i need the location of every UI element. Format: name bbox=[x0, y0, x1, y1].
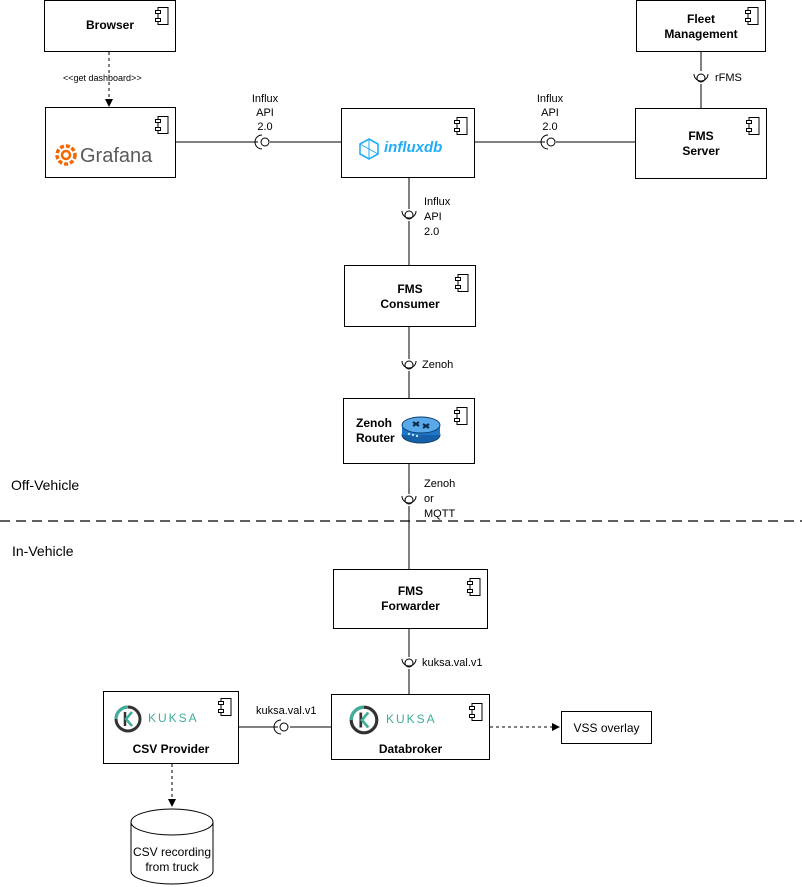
kuksa-logo-icon bbox=[114, 705, 142, 733]
zenoh-router-component[interactable]: Zenoh Router bbox=[343, 398, 475, 464]
fleet-management-component[interactable]: Fleet Management bbox=[636, 0, 766, 52]
fms-server-label: FMS Server bbox=[682, 129, 720, 158]
influx-api-left-label: Influx API 2.0 bbox=[251, 93, 279, 133]
vss-overlay-label: VSS overlay bbox=[573, 721, 640, 735]
kuksa-forwarder-label: kuksa.val.v1 bbox=[422, 657, 483, 669]
influxdb-component[interactable]: influxdb bbox=[341, 108, 475, 178]
grafana-component[interactable]: Grafana bbox=[45, 107, 176, 178]
kuksa-logo-text: KUKSA bbox=[386, 712, 437, 726]
fms-consumer-component[interactable]: FMS Consumer bbox=[344, 265, 476, 327]
zenoh-mqtt-lollipop bbox=[404, 495, 414, 505]
kuksa-provider-socket bbox=[273, 719, 282, 735]
component-icon bbox=[218, 698, 232, 716]
component-icon bbox=[155, 7, 169, 25]
grafana-influx-lollipop bbox=[260, 137, 270, 147]
influx-api-right-label: Influx API 2.0 bbox=[536, 93, 564, 133]
browser-component[interactable]: Browser bbox=[44, 0, 176, 52]
csv-provider-label: CSV Provider bbox=[132, 742, 210, 756]
influx-api-down-label: Influx API 2.0 bbox=[424, 196, 451, 238]
csv-recording-label: CSV recording from truck bbox=[132, 845, 212, 874]
rfms-label: rFMS bbox=[715, 72, 742, 84]
component-icon bbox=[469, 703, 483, 721]
zenoh-or-mqtt-label: Zenoh or MQTT bbox=[424, 478, 456, 520]
fms-server-component[interactable]: FMS Server bbox=[635, 108, 767, 179]
influx-consumer-lollipop bbox=[404, 210, 414, 220]
kuksa-provider-lollipop bbox=[279, 722, 289, 732]
kuksa-logo-text: KUKSA bbox=[148, 711, 199, 725]
component-icon bbox=[155, 116, 169, 134]
fleet-management-label: Fleet Management bbox=[664, 12, 738, 41]
kuksa-forwarder-socket bbox=[401, 658, 417, 667]
csv-provider-component[interactable]: KUKSA CSV Provider bbox=[103, 691, 239, 764]
grafana-logo-icon bbox=[55, 144, 77, 166]
fms-consumer-label: FMS Consumer bbox=[380, 282, 440, 311]
kuksa-logo-icon bbox=[349, 705, 379, 735]
component-icon bbox=[467, 578, 481, 596]
kuksa-forwarder-lollipop bbox=[404, 658, 414, 668]
component-icon bbox=[454, 407, 468, 425]
zenoh-label: Zenoh bbox=[422, 359, 454, 371]
off-vehicle-label: Off-Vehicle bbox=[11, 477, 80, 493]
fms-forwarder-component[interactable]: FMS Forwarder bbox=[333, 569, 488, 629]
zenoh-socket bbox=[401, 360, 417, 369]
influxdb-logo-text: influxdb bbox=[384, 139, 443, 156]
component-icon bbox=[746, 117, 760, 135]
rfms-lollipop bbox=[696, 73, 706, 83]
influx-consumer-socket bbox=[401, 210, 417, 219]
zenoh-mqtt-socket bbox=[401, 495, 417, 504]
kuksa-provider-label: kuksa.val.v1 bbox=[256, 705, 317, 717]
influx-server-lollipop bbox=[546, 137, 556, 147]
in-vehicle-label: In-Vehicle bbox=[12, 543, 74, 559]
vss-overlay-box[interactable]: VSS overlay bbox=[561, 711, 652, 744]
grafana-influx-socket bbox=[254, 134, 263, 150]
component-icon bbox=[745, 7, 759, 25]
grafana-logo-text: Grafana bbox=[80, 145, 153, 167]
influx-server-socket bbox=[540, 134, 549, 150]
databroker-component[interactable]: KUKSA Databroker bbox=[331, 694, 490, 760]
zenoh-lollipop bbox=[404, 360, 414, 370]
get-dashboard-label: <<get dashboard>> bbox=[63, 73, 142, 83]
router-icon bbox=[401, 416, 441, 444]
zenoh-router-label: Zenoh Router bbox=[356, 416, 395, 445]
rfms-socket bbox=[693, 73, 709, 82]
browser-label: Browser bbox=[85, 18, 135, 32]
component-icon bbox=[454, 117, 468, 135]
influxdb-logo-icon bbox=[359, 138, 379, 160]
fms-forwarder-label: FMS Forwarder bbox=[381, 584, 440, 613]
component-icon bbox=[455, 274, 469, 292]
databroker-label: Databroker bbox=[378, 742, 443, 756]
csv-recording-cylinder bbox=[130, 808, 214, 885]
